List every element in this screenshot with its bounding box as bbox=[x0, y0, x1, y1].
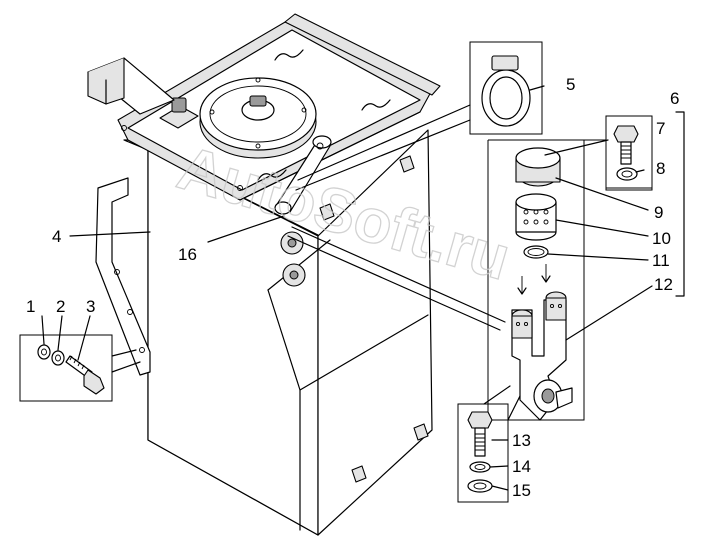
filler-cap bbox=[199, 77, 317, 159]
label-11: 11 bbox=[652, 251, 670, 270]
label-13: 13 bbox=[512, 431, 531, 450]
part-labels: 1 2 3 4 5 6 7 8 9 10 11 12 13 14 15 16 bbox=[26, 75, 679, 500]
tank-clips bbox=[319, 155, 429, 483]
filter-group-detail bbox=[487, 111, 685, 421]
label-14: 14 bbox=[512, 457, 531, 476]
label-7: 7 bbox=[656, 119, 665, 138]
label-5: 5 bbox=[566, 75, 575, 94]
label-15: 15 bbox=[512, 481, 531, 500]
mounting-bracket bbox=[95, 177, 151, 376]
label-16: 16 bbox=[178, 245, 197, 264]
bracket-fastener-detail bbox=[19, 334, 141, 402]
label-10: 10 bbox=[652, 229, 671, 248]
label-12: 12 bbox=[654, 275, 673, 294]
label-6: 6 bbox=[670, 89, 679, 108]
label-4: 4 bbox=[52, 227, 61, 246]
label-1: 1 bbox=[26, 297, 35, 316]
bolt-group-detail bbox=[457, 385, 521, 503]
filler-neck bbox=[274, 135, 332, 215]
hose-clamp-detail bbox=[295, 41, 543, 191]
label-9: 9 bbox=[654, 203, 663, 222]
label-3: 3 bbox=[86, 297, 95, 316]
label-2: 2 bbox=[56, 297, 65, 316]
leader-lines bbox=[41, 85, 649, 491]
label-8: 8 bbox=[656, 159, 665, 178]
outlet-flanges bbox=[280, 231, 306, 287]
fuel-line bbox=[287, 226, 506, 331]
vent-pipe bbox=[87, 57, 175, 115]
fuel-sensor bbox=[159, 97, 199, 129]
